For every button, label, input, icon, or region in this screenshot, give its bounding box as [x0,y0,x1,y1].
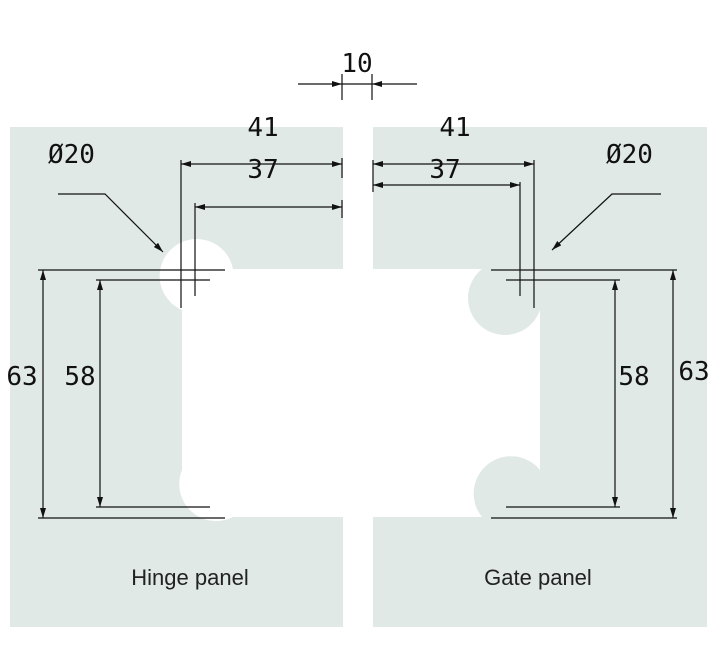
gate-width-inner: 37 [429,155,460,185]
hinge-height-outer: 63 [6,362,37,392]
gate-hole-diameter: Ø20 [606,140,653,170]
gate-panel-label: Gate panel [484,565,592,590]
hinge-hole-diameter: Ø20 [48,140,95,170]
gate-width-outer: 41 [439,113,470,143]
gate-panel-shape [373,127,707,627]
hinge-width-outer: 41 [247,113,278,143]
gap-value: 10 [341,49,372,79]
gap-dimension: 10 [298,49,417,100]
hinge-height-inner: 58 [64,362,95,392]
hinge-panel-label: Hinge panel [131,565,248,590]
hinge-panel-shape [10,127,343,627]
hinge-panel-dimensions: 41 37 Ø20 63 58 Hinge panel [6,113,343,590]
hinge-width-inner: 37 [247,155,278,185]
gate-height-outer: 63 [678,357,709,387]
gate-panel-dimensions: 41 37 Ø20 63 58 Gate panel [372,113,710,590]
gate-height-inner: 58 [618,362,649,392]
